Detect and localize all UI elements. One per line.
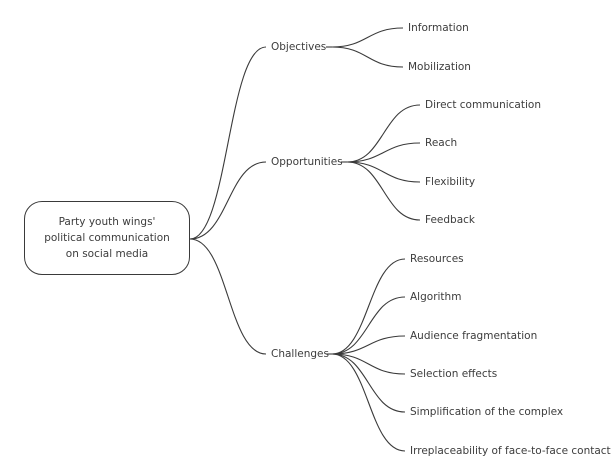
connector-challenges-leaf-3 — [331, 353, 406, 375]
leaf-simplification[interactable]: Simplification of the complex — [410, 406, 564, 418]
branch-challenges[interactable]: Challenges — [271, 348, 329, 360]
connector-challenges-leaf-0 — [331, 258, 406, 355]
leaf-audience-fragmentation[interactable]: Audience fragmentation — [410, 330, 538, 342]
connector-challenges-leaf-4 — [331, 353, 406, 413]
connector-root-challenges — [189, 238, 267, 355]
leaf-mobilization[interactable]: Mobilization — [408, 61, 471, 73]
leaf-algorithm[interactable]: Algorithm — [410, 291, 462, 303]
leaf-reach[interactable]: Reach — [425, 137, 458, 149]
connector-root-opportunities — [189, 161, 267, 240]
connector-opportunities-leaf-2 — [346, 161, 421, 183]
connector-challenges-leaf-2 — [331, 335, 406, 355]
connector-opportunities-leaf-0 — [346, 104, 421, 163]
connector-objectives-leaf-1 — [331, 46, 404, 68]
root-line-3: on social media — [65, 248, 149, 260]
connector-challenges-leaf-1 — [331, 296, 406, 355]
connector-objectives-leaf-0 — [331, 27, 404, 48]
leaf-face-to-face[interactable]: Irreplaceability of face-to-face contact — [410, 445, 611, 457]
leaf-information[interactable]: Information — [408, 22, 469, 34]
leaf-direct-communication[interactable]: Direct communication — [425, 99, 541, 111]
branch-objectives[interactable]: Objectives — [271, 41, 327, 53]
root-node[interactable]: Party youth wings' political communicati… — [24, 201, 190, 275]
leaf-resources[interactable]: Resources — [410, 253, 464, 265]
connector-opportunities-leaf-3 — [346, 161, 421, 221]
leaf-selection-effects[interactable]: Selection effects — [410, 368, 498, 380]
branch-opportunities[interactable]: Opportunities — [271, 156, 343, 168]
connector-challenges-leaf-5 — [331, 353, 406, 452]
root-line-1: Party youth wings' — [58, 216, 156, 228]
root-line-2: political communication — [44, 232, 170, 244]
root-node-text: Party youth wings' political communicati… — [44, 214, 170, 262]
connector-opportunities-leaf-1 — [346, 142, 421, 163]
connector-root-objectives — [189, 46, 267, 240]
leaf-flexibility[interactable]: Flexibility — [425, 176, 476, 188]
leaf-feedback[interactable]: Feedback — [425, 214, 476, 226]
